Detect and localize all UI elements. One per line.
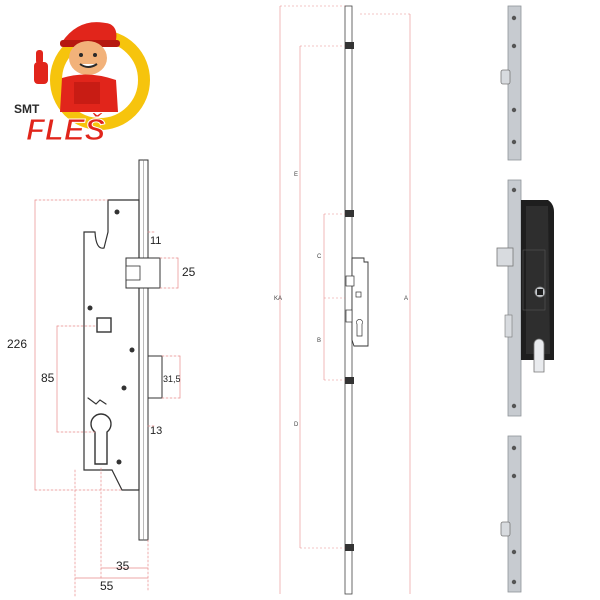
dim-label-backset-distance: 85 xyxy=(41,371,55,385)
thumbs-up-icon xyxy=(34,50,48,84)
dim-label-total-height: 226 xyxy=(7,337,27,351)
spring-mark xyxy=(87,397,107,405)
latch-bolt-photo xyxy=(496,247,514,267)
dim-label-b: B xyxy=(317,338,321,344)
dim-label-c: C xyxy=(317,254,322,260)
middle-faceplate xyxy=(507,179,522,417)
dim-label-a: A xyxy=(404,296,408,302)
dim-label-latch-height: 25 xyxy=(182,265,196,279)
dimension-lines xyxy=(34,199,181,597)
screw-icon xyxy=(129,347,135,353)
bolt-marker xyxy=(345,210,354,217)
dim-label-e: E xyxy=(294,172,298,178)
cylinder-cutout xyxy=(90,413,112,465)
bottom-strip xyxy=(507,435,522,593)
brand-small-text: SMT xyxy=(14,102,40,116)
bolt-marker xyxy=(345,544,354,551)
deadbolt xyxy=(147,355,163,399)
screw-icon xyxy=(121,385,127,391)
dim-label-ka: KA xyxy=(274,296,282,302)
lock-case-outline xyxy=(83,199,140,491)
worker-face xyxy=(69,41,107,75)
full-length-dimension-lines xyxy=(279,5,411,594)
deadbolt-photo xyxy=(504,314,513,338)
roller-bolt xyxy=(500,69,511,85)
screw-icon xyxy=(116,459,122,465)
dim-label-top-offset: 11 xyxy=(150,235,161,247)
bolt-marker xyxy=(345,377,354,384)
brand-large-text: FLEŠ xyxy=(26,111,106,147)
dim-label-deadbolt-height: 31,5 xyxy=(163,374,181,384)
full-length-drawing: A KA B C D E xyxy=(274,5,411,595)
roller-bolt xyxy=(500,521,511,537)
brand-logo: SMT FLEŠ xyxy=(14,22,150,148)
locking-rod xyxy=(344,5,353,595)
product-photo xyxy=(496,5,554,593)
spindle-hole xyxy=(96,317,112,333)
bolt-marker xyxy=(345,42,354,49)
dim-label-case-depth: 55 xyxy=(100,579,114,593)
central-lock-case xyxy=(351,257,369,347)
screw-icon xyxy=(114,209,120,215)
dim-label-bottom-offset: 13 xyxy=(150,425,162,437)
screw-icon xyxy=(87,305,93,311)
cylinder-hole xyxy=(533,338,545,373)
dim-label-d: D xyxy=(294,422,299,428)
dim-label-backset: 35 xyxy=(116,559,130,573)
dimensioned-drawing: 226 85 25 31,5 11 13 35 55 xyxy=(7,159,196,597)
